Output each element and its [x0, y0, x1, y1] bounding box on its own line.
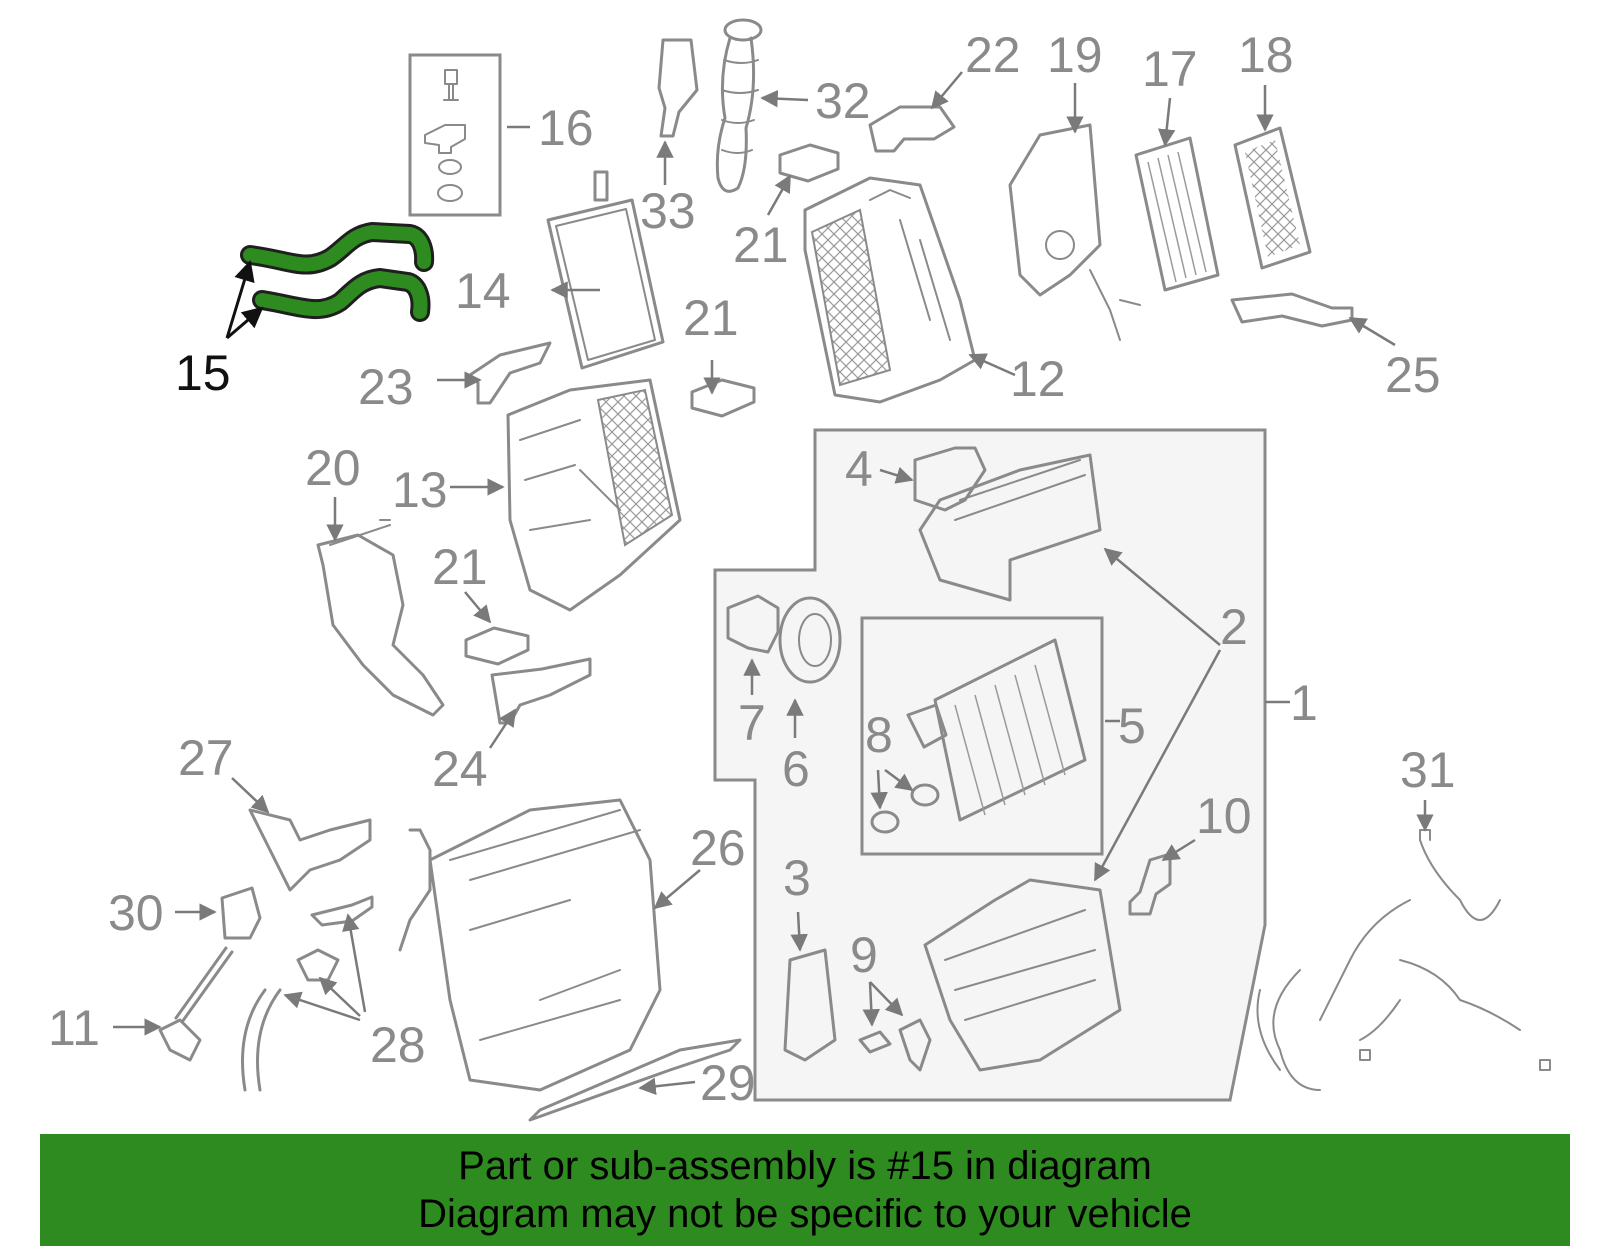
callout-14: 14 [455, 263, 511, 319]
part-30-clip [220, 886, 262, 940]
callout-3: 3 [783, 850, 811, 906]
part-21-actuator-top [778, 143, 840, 183]
part-20-actuator [316, 519, 445, 717]
part-12-housing [803, 176, 977, 404]
part-27-bracket [248, 808, 372, 892]
callout-6: 6 [782, 741, 810, 797]
callout-21-low: 21 [432, 539, 488, 595]
callout-11: 11 [48, 1000, 100, 1056]
part-32-duct [715, 18, 763, 193]
callout-15: 15 [175, 345, 231, 401]
callout-labels: 1 2 3 4 5 6 7 8 9 10 11 12 13 14 15 16 1… [48, 27, 1456, 1111]
part-25-bracket [1230, 292, 1354, 328]
part-15-hoses [240, 222, 435, 322]
part-14-heater-core [546, 170, 665, 370]
part-16-hardware [424, 69, 466, 202]
part-33-sensor [657, 38, 699, 138]
callout-18: 18 [1238, 27, 1294, 83]
part-16-kit-box [408, 53, 502, 217]
callout-19: 19 [1047, 27, 1103, 83]
callout-13: 13 [392, 462, 448, 518]
part-11-sensor [158, 946, 234, 1062]
callout-23: 23 [358, 359, 414, 415]
part-15-leaders [225, 259, 264, 340]
part-19-module [1008, 123, 1141, 341]
callout-16: 16 [538, 100, 594, 156]
callout-1: 1 [1290, 675, 1318, 731]
part-2-upper-case [918, 453, 1102, 602]
callout-30: 30 [108, 885, 164, 941]
part-7-actuator [726, 594, 780, 654]
callout-24: 24 [432, 741, 488, 797]
part-18-filter [1233, 126, 1312, 270]
assembly-5-box [860, 616, 1104, 856]
callout-20: 20 [305, 440, 361, 496]
part-24-bracket [490, 657, 592, 725]
part-13-housing [506, 378, 682, 612]
banner-line-1: Part or sub-assembly is #15 in diagram [458, 1144, 1152, 1188]
callout-32: 32 [815, 73, 871, 129]
callout-4: 4 [845, 441, 873, 497]
callout-29: 29 [700, 1055, 756, 1111]
callout-5: 5 [1118, 698, 1146, 754]
part-17-filter [1134, 136, 1220, 292]
part-22-bracket [868, 105, 956, 153]
banner-line-2: Diagram may not be specific to your vehi… [418, 1192, 1192, 1236]
part-3-filter [783, 948, 837, 1062]
callout-17: 17 [1142, 41, 1198, 97]
leader-lines [113, 71, 1434, 1095]
callout-26: 26 [690, 820, 746, 876]
part-9-clips [858, 1018, 932, 1072]
part-8-orings [870, 783, 940, 834]
callout-7: 7 [738, 695, 766, 751]
part-21-actuator-low [464, 626, 530, 666]
callout-12: 12 [1010, 351, 1066, 407]
part-28-sensors [241, 895, 374, 1092]
exploded-view-svg: 1 2 3 4 5 6 7 8 9 10 11 12 13 14 15 16 1… [48, 18, 1551, 1122]
callout-33: 33 [640, 183, 696, 239]
part-info-banner: Part or sub-assembly is #15 in diagram D… [40, 1134, 1570, 1246]
part-21-actuator-mid [690, 378, 756, 418]
callout-28: 28 [370, 1017, 426, 1073]
part-4-duct [913, 446, 987, 512]
callout-9: 9 [850, 927, 878, 983]
callout-22: 22 [965, 27, 1021, 83]
callout-8: 8 [865, 707, 893, 763]
part-5-evaporator [906, 638, 1087, 822]
callout-2: 2 [1220, 599, 1248, 655]
part-10-sensor [1128, 852, 1172, 916]
part-26-hvac-case [398, 798, 662, 1092]
part-2-lower-case [923, 878, 1122, 1072]
part-29-seal [528, 1038, 742, 1122]
part-6-blower [778, 596, 842, 684]
part-23-bracket [468, 341, 552, 405]
callout-21-mid: 21 [683, 290, 739, 346]
part-31-harness [1256, 829, 1551, 1091]
callout-31: 31 [1400, 742, 1456, 798]
callout-25: 25 [1385, 347, 1441, 403]
callout-21-top: 21 [733, 217, 789, 273]
callout-27: 27 [178, 730, 234, 786]
callout-10: 10 [1196, 788, 1252, 844]
